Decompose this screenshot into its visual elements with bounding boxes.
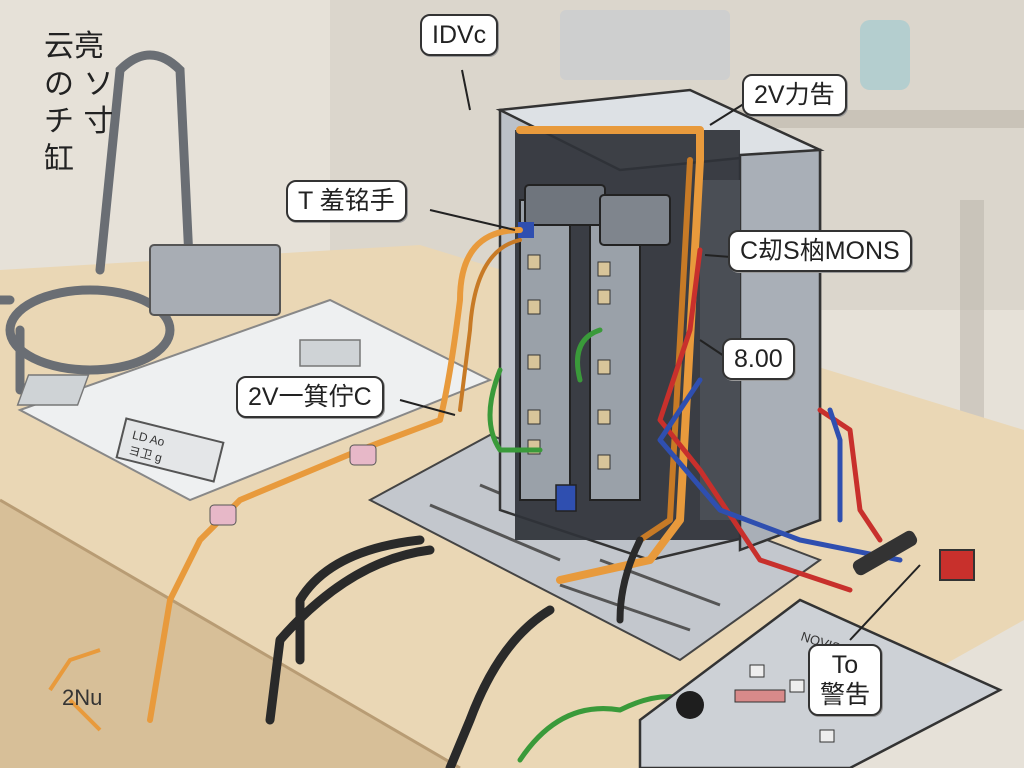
hose-stand — [0, 50, 195, 395]
title-note: 云亮 の ソ チ 寸 缸 — [44, 28, 114, 178]
cabinet-base — [367, 433, 823, 662]
orange-wire-left — [147, 227, 523, 723]
black-cable-1 — [295, 535, 425, 665]
callout-c-mons: C刧S㭡MONS — [728, 230, 912, 272]
callout-2v-left: 2V一箕佇C — [236, 376, 384, 418]
callout-to-label: To 警吿 — [808, 644, 883, 716]
blue-wire — [657, 377, 903, 563]
title-line-2: の ソ — [44, 66, 114, 102]
red-wire — [657, 247, 853, 593]
breaker-column — [518, 184, 671, 512]
callout-2v-top: 2V力吿 — [742, 74, 847, 116]
callout-to-line-1: To — [831, 651, 859, 679]
callout-idvc: IDVc — [420, 14, 499, 56]
title-line-3: チ 寸 — [44, 104, 114, 139]
bottom-left-label: 2Nu — [62, 685, 102, 710]
green-wire — [487, 367, 543, 453]
title-line-1: 云亮 — [44, 29, 104, 64]
callout-t-label: T 羞铭手 — [286, 180, 407, 222]
tray — [149, 244, 281, 316]
callout-to-line-2: 警吿 — [820, 681, 871, 709]
red-connector — [939, 549, 975, 581]
title-line-4: 缸 — [44, 141, 74, 177]
callout-value: 8.00 — [722, 338, 795, 380]
orange-wire-main — [516, 126, 704, 584]
